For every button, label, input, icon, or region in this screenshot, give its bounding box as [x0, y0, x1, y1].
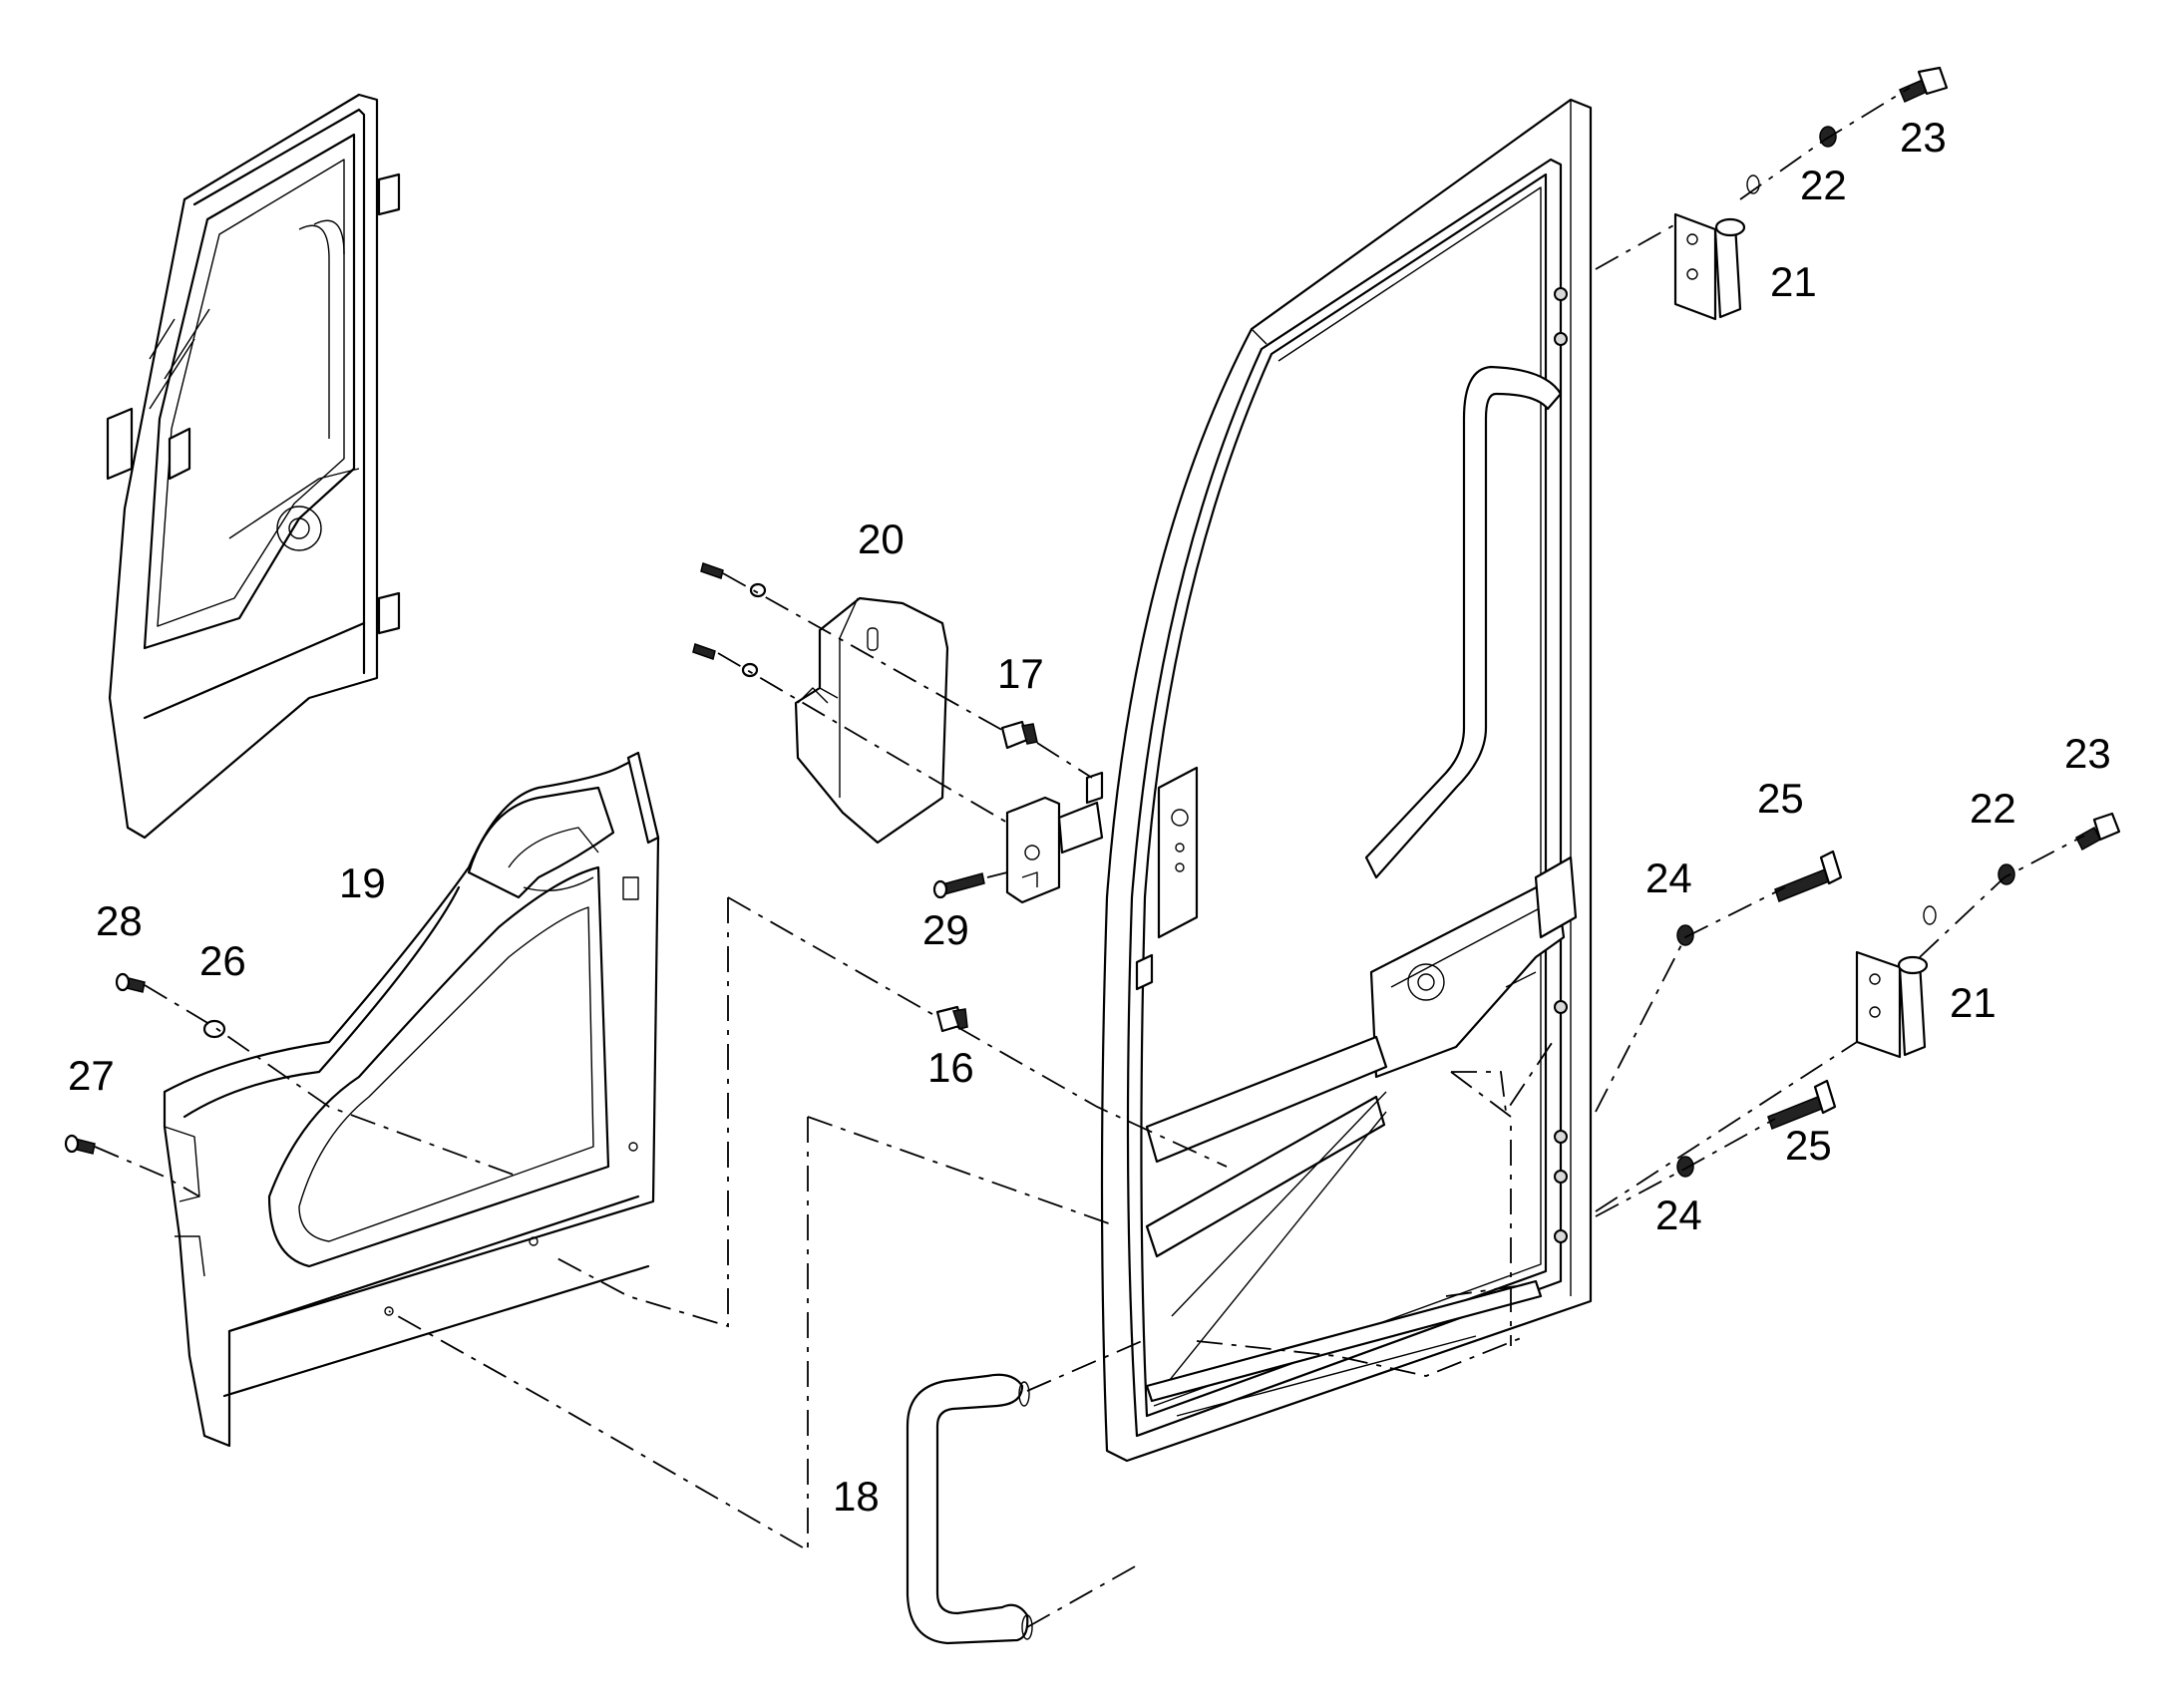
callout-23-upper: 23: [1900, 114, 1947, 161]
interior-panel-part: [163, 751, 660, 1448]
nut-22-upper: [1819, 126, 1837, 148]
bolt-23-upper: [1899, 66, 1949, 104]
callout-27: 27: [68, 1052, 115, 1099]
grab-handle-part: [906, 1373, 1033, 1645]
screw-27: [64, 1134, 96, 1155]
leader-lines: [94, 87, 2085, 1628]
door-overview-illustration: [106, 93, 401, 840]
bolt-25-upper: [1774, 850, 1843, 902]
callout-24-lower: 24: [1655, 1192, 1702, 1238]
callout-22-upper: 22: [1800, 162, 1847, 208]
screw-cover-upper: [700, 562, 767, 598]
callout-22-lower: 22: [1970, 785, 2016, 832]
callout-labels: 16 17 18 19 20 21 21 22 22 23 23 24 24 2…: [68, 114, 2111, 1520]
callout-25-upper: 25: [1757, 775, 1804, 822]
callout-19: 19: [339, 859, 386, 906]
callout-26: 26: [199, 937, 246, 984]
callout-25-lower: 25: [1785, 1122, 1832, 1169]
striker-part-16: [935, 1005, 968, 1033]
callout-29: 29: [922, 906, 969, 953]
callout-21-lower: 21: [1950, 979, 1997, 1026]
callout-24-upper: 24: [1645, 854, 1692, 901]
lower-hinge-part: [1855, 950, 1929, 1059]
callout-23-lower: 23: [2064, 730, 2111, 777]
striker-part-17: [1000, 720, 1038, 750]
screw-cover-lower: [692, 643, 759, 678]
callout-17: 17: [997, 650, 1044, 697]
callout-28: 28: [96, 897, 143, 944]
upper-hinge-part: [1673, 212, 1746, 321]
bolt-23-lower: [2075, 812, 2121, 852]
door-frame: [1100, 98, 1593, 1463]
nut-24-upper: [1676, 924, 1694, 946]
washer-22-upper: [1746, 174, 1760, 194]
nut-24-lower: [1676, 1156, 1694, 1178]
screw-28: [115, 972, 146, 993]
latch-block-part: [1005, 771, 1104, 904]
callout-16: 16: [927, 1044, 974, 1091]
washer-22-lower: [1923, 905, 1937, 925]
callout-20: 20: [858, 515, 905, 562]
callout-21-upper: 21: [1770, 258, 1817, 305]
callout-18: 18: [833, 1473, 880, 1520]
washer-26: [202, 1019, 226, 1039]
bolt-25-lower: [1767, 1079, 1837, 1130]
screw-29: [932, 872, 985, 899]
latch-cover-part: [794, 596, 949, 845]
